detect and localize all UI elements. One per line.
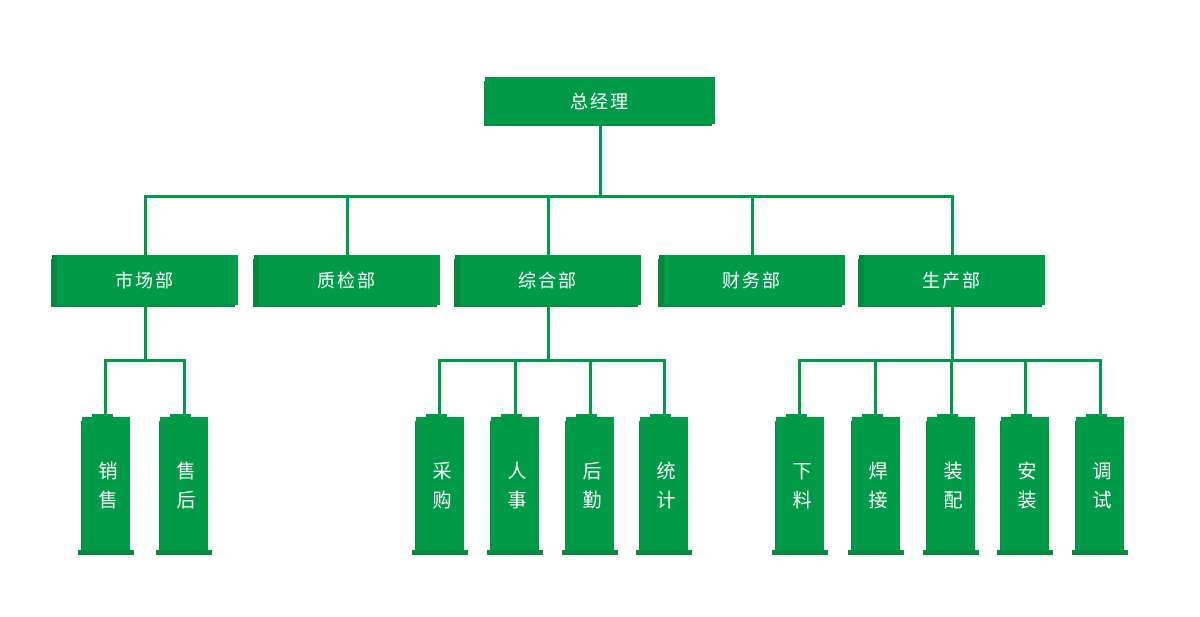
org-node-label: 安装 [1014,460,1036,519]
connector-line [1099,359,1102,417]
connector-line [104,359,186,362]
connector-line [547,195,550,255]
org-node-label: 售后 [173,460,195,519]
org-node-label: 综合部 [518,271,578,291]
org-node-label: 销售 [95,460,117,519]
connector-line [514,359,517,417]
org-node-cutting-team[interactable]: 下料 [772,414,828,555]
org-node-label: 财务部 [722,271,782,291]
org-node-general-affairs-dept[interactable]: 综合部 [455,255,641,305]
org-node-label: 市场部 [115,271,175,291]
org-node-label: 焊接 [865,460,887,519]
connector-line [438,359,441,417]
connector-line [144,305,147,362]
connector-line [438,359,666,362]
org-node-label: 生产部 [922,271,982,291]
connector-line [951,305,954,362]
org-node-logistics-team[interactable]: 后勤 [562,414,618,555]
org-node-aftersales-team[interactable]: 售后 [156,414,212,555]
org-node-assembly-team[interactable]: 装配 [923,414,979,555]
connector-line [798,359,801,417]
org-node-label: 质检部 [317,271,377,291]
org-node-installation-team[interactable]: 安装 [997,414,1053,555]
org-node-marketing-dept[interactable]: 市场部 [52,255,238,305]
org-node-label: 后勤 [579,460,601,519]
connector-line [751,195,754,255]
connector-line [874,359,877,417]
org-node-welding-team[interactable]: 焊接 [848,414,904,555]
org-node-label: 调试 [1089,460,1111,519]
connector-line [144,195,147,255]
org-node-label: 统计 [653,460,675,519]
org-node-procurement-team[interactable]: 采购 [412,414,468,555]
org-node-statistics-team[interactable]: 统计 [636,414,692,555]
connector-line [951,195,954,255]
connector-line [663,359,666,417]
org-node-label: 下料 [789,460,811,519]
org-node-label: 装配 [940,460,962,519]
connector-line [346,195,349,255]
connector-line [599,124,602,198]
org-node-label: 采购 [429,460,451,519]
org-node-label: 人事 [504,460,526,519]
connector-line [104,359,107,417]
org-node-general-manager[interactable]: 总经理 [485,77,715,124]
org-node-production-dept[interactable]: 生产部 [859,255,1045,305]
connector-line [950,359,953,417]
org-node-label: 总经理 [570,91,630,112]
connector-line [1024,359,1027,417]
connector-line [183,359,186,417]
org-node-commissioning-team[interactable]: 调试 [1072,414,1128,555]
connector-line [547,305,550,362]
org-node-sales-team[interactable]: 销售 [78,414,134,555]
org-node-quality-dept[interactable]: 质检部 [254,255,440,305]
org-node-finance-dept[interactable]: 财务部 [659,255,845,305]
org-node-hr-team[interactable]: 人事 [487,414,543,555]
connector-line [589,359,592,417]
